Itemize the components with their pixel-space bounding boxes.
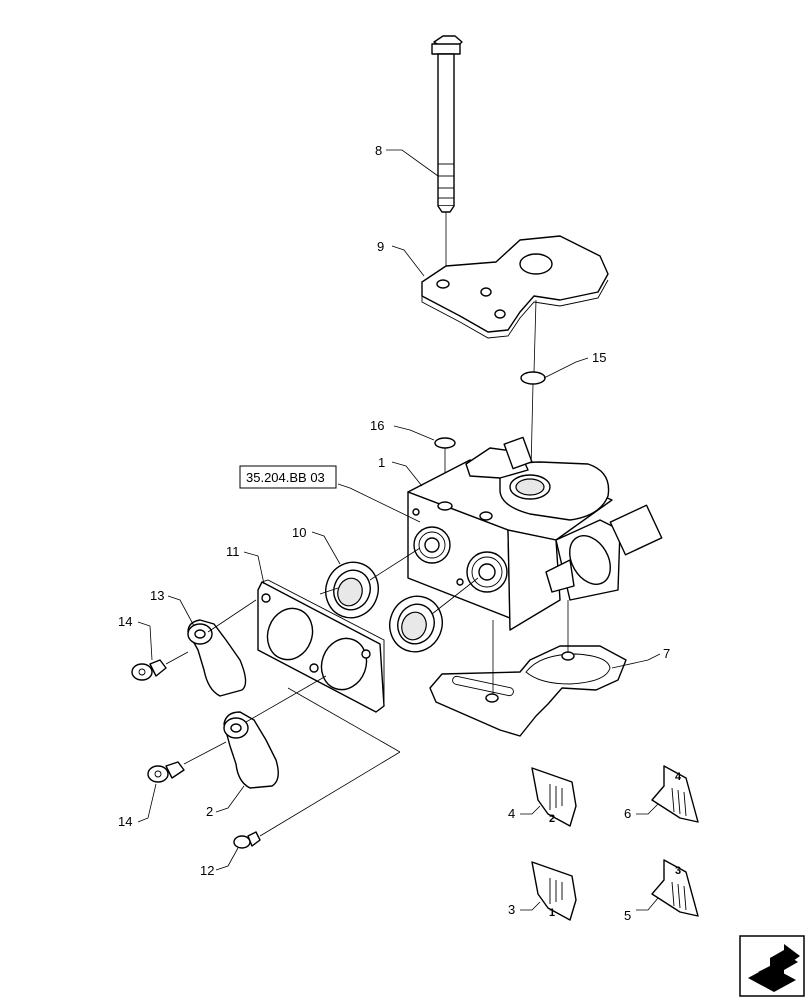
decal-part-5	[651, 859, 699, 917]
decal-part-6	[651, 765, 699, 823]
gasket-plate-part-7	[429, 645, 627, 737]
seal-part-10-lower	[389, 595, 443, 653]
seal-part-10-upper	[325, 561, 379, 619]
flange-plate-part-11	[257, 579, 385, 713]
callout-2: 2	[206, 804, 213, 819]
screw-part-14-lower	[147, 761, 185, 783]
callout-5: 5	[624, 908, 631, 923]
screw-part-14-upper	[131, 659, 167, 681]
o-ring-part-15	[520, 371, 546, 385]
decal-number-3: 1	[549, 907, 555, 919]
callout-7: 7	[663, 646, 670, 661]
bracket-part-9	[421, 235, 609, 339]
callout-14-upper: 14	[118, 614, 132, 629]
callout-13: 13	[150, 588, 164, 603]
callout-1: 1	[378, 455, 385, 470]
cap-part-13	[187, 619, 247, 697]
next-page-arrow-icon[interactable]	[739, 935, 805, 997]
callout-11: 11	[226, 544, 240, 559]
callout-15: 15	[592, 350, 606, 365]
decal-number-6: 4	[675, 771, 682, 783]
cap-part-2	[223, 711, 279, 789]
decal-part-3	[531, 861, 577, 921]
callout-6: 6	[624, 806, 631, 821]
decal-part-4	[531, 767, 577, 827]
callout-12: 12	[200, 863, 214, 878]
bolt-part-8	[431, 35, 463, 213]
decal-number-5: 3	[675, 865, 681, 877]
o-ring-part-16	[434, 437, 456, 449]
reference-box[interactable]	[239, 465, 337, 489]
callout-3: 3	[508, 902, 515, 917]
callout-4: 4	[508, 806, 515, 821]
callout-14-lower: 14	[118, 814, 132, 829]
reference-box-label[interactable]: 35.204.BB 03	[246, 470, 325, 485]
callout-10: 10	[292, 525, 306, 540]
callout-8: 8	[375, 143, 382, 158]
decal-number-4: 2	[549, 813, 555, 825]
valve-body-part-1	[407, 436, 663, 631]
screw-part-12	[233, 831, 261, 849]
callout-16: 16	[370, 418, 384, 433]
callout-9: 9	[377, 239, 384, 254]
